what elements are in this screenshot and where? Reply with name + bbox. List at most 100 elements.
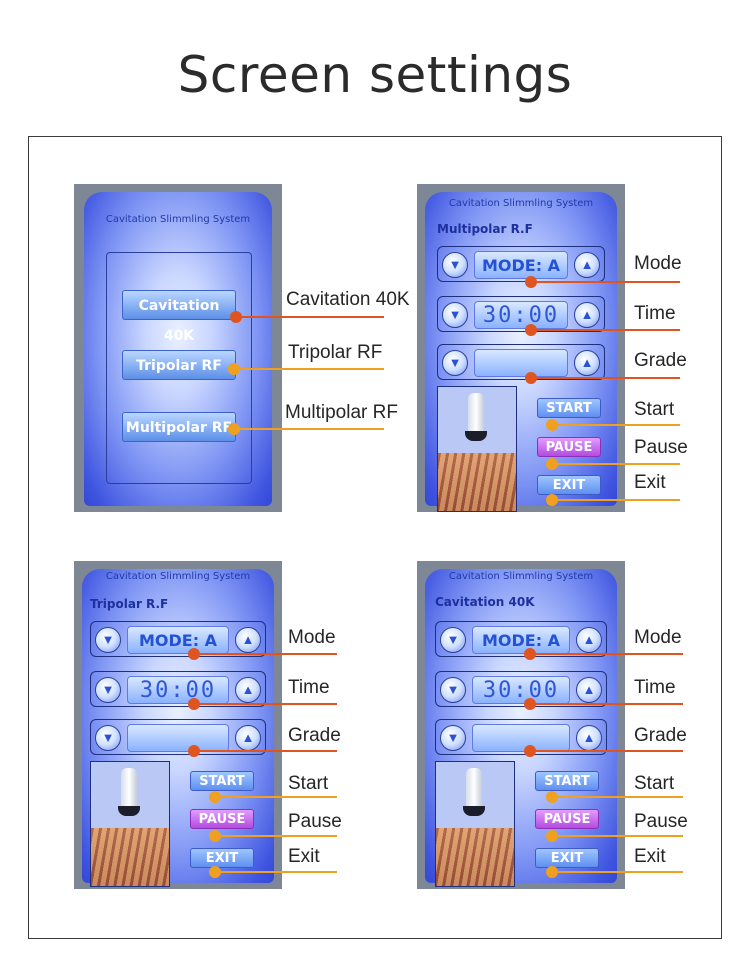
callout-mode: Mode — [288, 627, 336, 648]
time-row: ▼ 30:00 ▲ — [435, 671, 607, 707]
device-image — [437, 386, 517, 512]
callout-start: Start — [288, 773, 329, 794]
start-button[interactable]: START — [535, 771, 599, 791]
callout-line — [215, 796, 337, 798]
device-image — [435, 761, 515, 887]
callout-dot — [188, 698, 200, 710]
exit-button[interactable]: EXIT — [190, 848, 254, 868]
skin-layer-image — [438, 453, 516, 511]
callout-dot — [209, 830, 221, 842]
down-arrow-icon[interactable]: ▼ — [442, 350, 468, 376]
callout-dot — [228, 363, 240, 375]
probe-icon — [466, 768, 482, 808]
mode-display: MODE: A — [472, 626, 570, 654]
down-arrow-icon[interactable]: ▼ — [442, 252, 468, 278]
callout-exit: Exit — [288, 846, 320, 867]
callout-exit: Exit — [634, 472, 666, 493]
pause-button[interactable]: PAUSE — [190, 809, 254, 829]
down-arrow-icon[interactable]: ▼ — [95, 627, 121, 653]
callout-dot — [546, 494, 558, 506]
callout-pause: Pause — [288, 811, 342, 832]
callout-line — [194, 750, 337, 752]
callout-dot — [525, 324, 537, 336]
callout-line — [215, 871, 337, 873]
skin-layer-image — [91, 828, 169, 886]
page-title: Screen settings — [177, 46, 573, 104]
down-arrow-icon[interactable]: ▼ — [440, 725, 466, 751]
system-title: Cavitation Slimmling System — [105, 571, 251, 582]
exit-button[interactable]: EXIT — [535, 848, 599, 868]
mode-row: ▼ MODE: A ▲ — [90, 621, 266, 657]
up-arrow-icon[interactable]: ▲ — [235, 725, 261, 751]
callout-start: Start — [634, 773, 675, 794]
down-arrow-icon[interactable]: ▼ — [95, 725, 121, 751]
up-arrow-icon[interactable]: ▲ — [576, 725, 602, 751]
callout-line — [530, 703, 683, 705]
callout-grade: Grade — [634, 350, 687, 371]
callout-line — [552, 424, 680, 426]
callout-pause: Pause — [634, 437, 688, 458]
callout-dot — [524, 698, 536, 710]
callout-grade: Grade — [634, 725, 687, 746]
system-title: Cavitation Slimmling System — [105, 214, 251, 225]
probe-icon — [121, 768, 137, 808]
callout-line — [552, 796, 683, 798]
cavitation-40k-button[interactable]: Cavitation 40K — [122, 290, 236, 344]
time-display: 30:00 — [474, 301, 568, 329]
mode-display: MODE: A — [127, 626, 229, 654]
grade-row: ▼ ▲ — [437, 344, 605, 380]
up-arrow-icon[interactable]: ▲ — [576, 677, 602, 703]
callout-line — [552, 499, 680, 501]
mode-name: Tripolar R.F — [90, 597, 169, 611]
callout-dot — [525, 276, 537, 288]
callout-dot — [228, 423, 240, 435]
callout-multipolar: Multipolar RF — [285, 402, 398, 423]
mode-display: MODE: A — [474, 251, 568, 279]
grade-display — [474, 349, 568, 377]
callout-line — [194, 653, 337, 655]
probe-head-icon — [463, 806, 485, 816]
cavitation-screen: Cavitation Slimmling System Cavitation 4… — [417, 561, 625, 889]
down-arrow-icon[interactable]: ▼ — [440, 627, 466, 653]
callout-time: Time — [634, 303, 676, 324]
up-arrow-icon[interactable]: ▲ — [574, 302, 600, 328]
callout-dot — [524, 648, 536, 660]
pause-button[interactable]: PAUSE — [535, 809, 599, 829]
callout-mode: Mode — [634, 627, 682, 648]
callout-dot — [188, 745, 200, 757]
callout-line — [236, 316, 384, 318]
screens-frame — [28, 136, 722, 939]
down-arrow-icon[interactable]: ▼ — [95, 677, 121, 703]
callout-line — [531, 377, 680, 379]
callout-dot — [188, 648, 200, 660]
up-arrow-icon[interactable]: ▲ — [235, 677, 261, 703]
pause-button[interactable]: PAUSE — [537, 437, 601, 457]
callout-dot — [525, 372, 537, 384]
grade-row: ▼ ▲ — [90, 719, 266, 755]
multipolar-rf-button[interactable]: Multipolar RF — [122, 412, 236, 442]
up-arrow-icon[interactable]: ▲ — [576, 627, 602, 653]
down-arrow-icon[interactable]: ▼ — [442, 302, 468, 328]
time-row: ▼ 30:00 ▲ — [437, 296, 605, 332]
system-title: Cavitation Slimmling System — [448, 198, 594, 209]
up-arrow-icon[interactable]: ▲ — [574, 252, 600, 278]
tripolar-screen: Cavitation Slimmling System Tripolar R.F… — [74, 561, 282, 889]
start-button[interactable]: START — [190, 771, 254, 791]
callout-line — [530, 653, 683, 655]
start-button[interactable]: START — [537, 398, 601, 418]
up-arrow-icon[interactable]: ▲ — [235, 627, 261, 653]
multipolar-screen: Cavitation Slimmling System Multipolar R… — [417, 184, 625, 512]
callout-dot — [546, 419, 558, 431]
probe-icon — [468, 393, 484, 433]
callout-dot — [546, 791, 558, 803]
grade-display — [472, 724, 570, 752]
exit-button[interactable]: EXIT — [537, 475, 601, 495]
time-display: 30:00 — [127, 676, 229, 704]
skin-layer-image — [436, 828, 514, 886]
callout-line — [234, 428, 384, 430]
system-title: Cavitation Slimmling System — [448, 571, 594, 582]
up-arrow-icon[interactable]: ▲ — [574, 350, 600, 376]
down-arrow-icon[interactable]: ▼ — [440, 677, 466, 703]
mode-row: ▼ MODE: A ▲ — [435, 621, 607, 657]
tripolar-rf-button[interactable]: Tripolar RF — [122, 350, 236, 380]
